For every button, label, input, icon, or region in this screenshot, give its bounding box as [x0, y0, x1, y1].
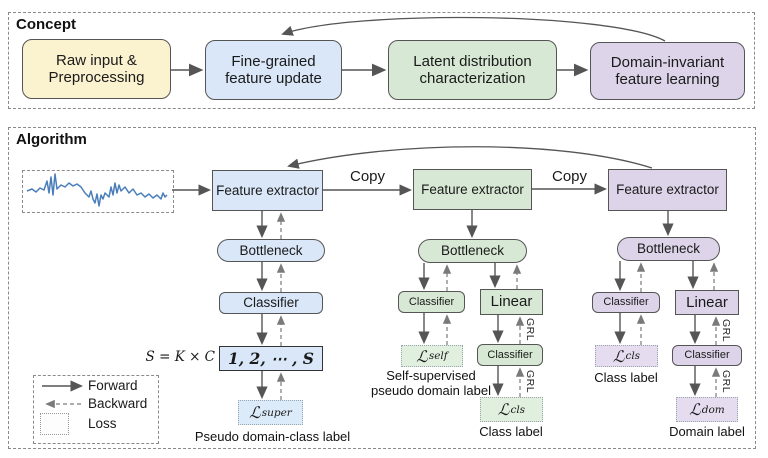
- classifier-3-left: Classifier: [592, 292, 660, 313]
- legend-box: [33, 375, 159, 444]
- caption-pseudo-domain-class: Pseudo domain-class label: [194, 429, 351, 444]
- loss-self-script: ℒ: [416, 346, 428, 366]
- feature-extractor-3: Feature extractor: [608, 169, 727, 211]
- classifier-3-bottom: Classifier: [672, 345, 742, 366]
- legend-loss-label: Loss: [88, 416, 117, 431]
- caption-domain-label: Domain label: [669, 424, 745, 439]
- loss-dom-script: ℒ: [689, 400, 701, 419]
- legend-backward-label: Backward: [88, 396, 148, 411]
- grl-label-1: GRL: [524, 318, 536, 342]
- loss-super-script: ℒ: [249, 403, 261, 422]
- grl-label-3: GRL: [720, 319, 732, 343]
- legend-forward-label: Forward: [88, 378, 138, 393]
- caption-class-label-purple: Class label: [594, 370, 658, 385]
- concept-title: Concept: [16, 16, 76, 33]
- pseudo-label-set-box: 1, 2, ⋯ , S: [219, 346, 323, 371]
- caption-class-label-green: Class label: [479, 424, 543, 439]
- grl-label-2: GRL: [524, 370, 536, 394]
- legend-loss-swatch: [40, 413, 69, 435]
- algorithm-frame: [8, 127, 756, 449]
- linear-2: Linear: [480, 289, 543, 315]
- input-signal-box: [22, 170, 174, 213]
- loss-cls-purple-script: ℒ: [612, 346, 625, 366]
- grl-label-4: GRL: [720, 370, 732, 394]
- concept-frame: [8, 12, 755, 109]
- loss-cls-green-script: ℒ: [497, 400, 510, 419]
- bottleneck-2: Bottleneck: [418, 239, 527, 263]
- algorithm-title: Algorithm: [16, 131, 87, 148]
- linear-3: Linear: [675, 290, 739, 315]
- copy-label-1: Copy: [349, 168, 386, 185]
- concept-step-raw-input: Raw input &Preprocessing: [22, 39, 171, 99]
- bottleneck-1: Bottleneck: [217, 239, 325, 262]
- signal-waveform: [26, 173, 168, 207]
- bottleneck-3: Bottleneck: [617, 237, 720, 261]
- classifier-2-bottom: Classifier: [477, 344, 543, 366]
- classifier-2-left: Classifier: [398, 291, 465, 313]
- concept-step-raw-input-label: Raw input &Preprocessing: [48, 51, 145, 86]
- feature-extractor-1: Feature extractor: [212, 170, 323, 211]
- feature-extractor-2: Feature extractor: [413, 169, 532, 210]
- s-equation: S = K × C: [145, 349, 215, 365]
- classifier-1: Classifier: [219, 292, 323, 314]
- copy-label-2: Copy: [551, 168, 588, 185]
